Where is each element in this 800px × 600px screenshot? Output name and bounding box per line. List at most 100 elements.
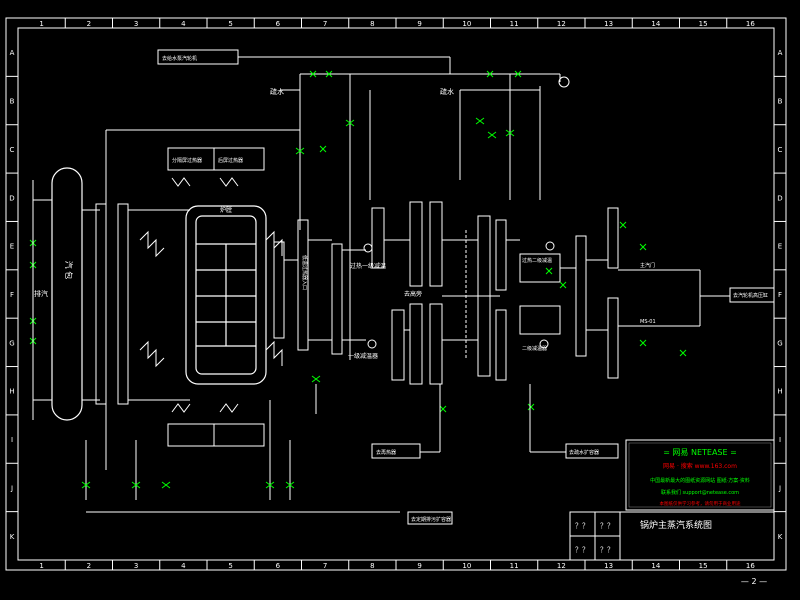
column-number: 11: [510, 562, 519, 570]
column-number: 2: [87, 20, 91, 28]
column-number: 7: [323, 20, 327, 28]
bottom-branches: [85, 384, 619, 525]
page-number: — 2 —: [741, 577, 767, 586]
desuper-2b-label: 二级减温器: [522, 345, 547, 352]
rt-label2: MS-01: [640, 319, 656, 325]
to-bottom-label: 去定期排污扩容器: [411, 516, 451, 523]
title-block: [569, 511, 775, 561]
column-number: 9: [417, 562, 421, 570]
row-letter: I: [779, 436, 781, 444]
left-header-pipes: [95, 129, 301, 470]
column-number: 13: [604, 562, 613, 570]
drum-label: 汽 包: [64, 261, 74, 280]
row-letter: H: [777, 388, 782, 396]
row-letter: G: [777, 339, 782, 347]
row-letter: B: [10, 98, 15, 106]
column-number: 16: [746, 20, 755, 28]
column-number: 15: [699, 562, 708, 570]
publisher-box: [625, 439, 775, 511]
row-letter: I: [11, 436, 13, 444]
row-letter: D: [9, 194, 14, 202]
furnace-body: [185, 205, 267, 385]
drum-side-lines: [32, 180, 100, 420]
row-letter: F: [10, 291, 14, 299]
superheater-a-label: 分隔屏过热器: [172, 157, 202, 164]
mid-in-label: 低温过热器入口: [301, 255, 308, 290]
column-number: 6: [276, 20, 281, 28]
row-letter: E: [778, 243, 782, 251]
row-letter: J: [10, 484, 13, 492]
column-number: 7: [323, 562, 327, 570]
desuperheater-stage-1: [349, 200, 443, 360]
drain-left-label: 疏水: [270, 87, 284, 96]
column-number: 10: [462, 562, 471, 570]
row-letter: B: [778, 98, 783, 106]
top-main-pipe: [157, 49, 561, 200]
mid-connection: [442, 215, 507, 381]
column-number: 8: [370, 20, 374, 28]
publisher-line1: 网易 · 搜索 www.163.com: [663, 462, 737, 470]
row-letter: E: [10, 243, 14, 251]
title-q4: ？？: [600, 546, 614, 554]
top-main-label: 去给水泵汽轮机: [162, 55, 197, 62]
column-number: 11: [510, 20, 519, 28]
column-number: 1: [39, 562, 43, 570]
furnace-label: 炉膛: [220, 206, 232, 214]
publisher-line4: 本图纸仅供学习参考，请勿用于商业用途: [660, 500, 741, 507]
column-number: 13: [604, 20, 613, 28]
bottom-valves: [81, 375, 321, 489]
superheater-b-label: 后屏过热器: [218, 157, 243, 164]
column-number: 6: [276, 562, 281, 570]
column-number: 14: [651, 20, 660, 28]
column-number: 12: [557, 20, 566, 28]
desuper-1b-label: 一级减温器: [348, 352, 378, 360]
column-number: 4: [181, 562, 186, 570]
column-number: 14: [651, 562, 660, 570]
to-reheat-label: 去再热器: [376, 449, 396, 456]
desuperheater-stage-2: [367, 303, 443, 385]
row-letter: K: [778, 533, 783, 541]
row-letter: G: [9, 339, 14, 347]
column-number: 10: [462, 20, 471, 28]
row-letter: F: [778, 291, 782, 299]
column-number: 3: [134, 562, 138, 570]
column-number: 9: [417, 20, 421, 28]
title-q2: ？？: [600, 522, 614, 530]
column-number: 8: [370, 562, 374, 570]
desuper-1-label: 过热一级减温: [350, 262, 386, 270]
row-letter: C: [10, 146, 15, 154]
publisher-line2: 中国最新最大的图纸资源网站 图纸·方案·资料: [650, 477, 750, 484]
desuper-2-label: 过热二级减温: [522, 257, 552, 264]
column-number: 12: [557, 562, 566, 570]
drawing-title: 锅炉主蒸汽系统图: [640, 519, 712, 531]
drain-right-label: 疏水: [440, 87, 454, 96]
row-letter: C: [778, 146, 783, 154]
column-number: 2: [87, 562, 91, 570]
right-valves: [439, 221, 687, 413]
title-q3: ？？: [575, 546, 589, 554]
hp-bypass-label: 去高旁: [404, 290, 422, 298]
top-valves: [295, 70, 522, 155]
to-turbine-label: 去汽轮机高压缸: [733, 292, 768, 299]
drawing-frame: [5, 17, 787, 571]
to-drain-label: 去疏水扩容器: [569, 449, 599, 456]
column-number: 4: [181, 20, 186, 28]
column-number: 1: [39, 20, 43, 28]
row-letter: J: [778, 484, 781, 492]
column-number: 16: [746, 562, 755, 570]
tube-bundles: [139, 177, 283, 413]
rt-label: 主汽门: [640, 262, 655, 269]
left-vent-label: 排汽: [34, 289, 48, 298]
publisher-line3: 联系我们 support@netease.com: [661, 489, 739, 496]
steam-drum: [51, 167, 83, 421]
right-desuperheater: [506, 207, 775, 379]
brand-text: = 网易 NETEASE =: [663, 448, 737, 457]
title-q1: ？？: [575, 522, 589, 530]
row-letter: K: [10, 533, 15, 541]
column-number: 15: [699, 20, 708, 28]
